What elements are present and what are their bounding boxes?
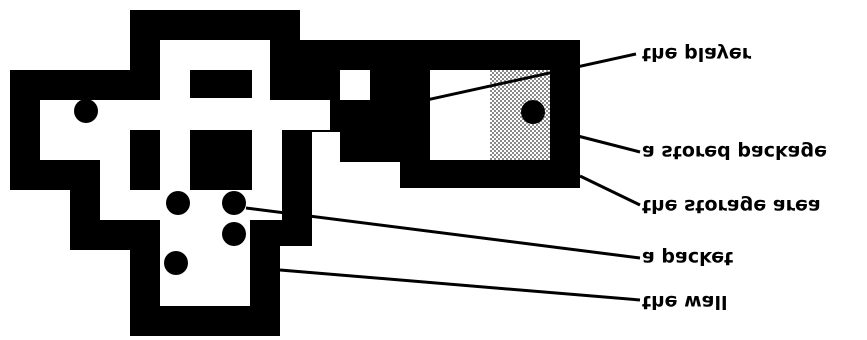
packet-icon bbox=[74, 99, 98, 123]
leader-wall bbox=[280, 270, 640, 300]
leader-storage-area bbox=[580, 176, 640, 205]
label-packet: a packet bbox=[642, 248, 733, 267]
label-player: the player bbox=[642, 44, 751, 63]
wall-block bbox=[370, 70, 410, 100]
stored-package-icon bbox=[521, 100, 545, 124]
label-storage-area: the storage area bbox=[642, 196, 821, 215]
wall-block bbox=[190, 70, 252, 98]
label-wall: the wall bbox=[642, 292, 728, 311]
packet-icon bbox=[222, 191, 246, 215]
wall-block bbox=[130, 130, 160, 190]
label-stored-package: a stored package bbox=[642, 142, 827, 161]
packet-icon bbox=[166, 191, 190, 215]
packet-icon bbox=[164, 251, 188, 275]
wall-block bbox=[190, 130, 252, 190]
packet-icon bbox=[222, 222, 246, 246]
leader-stored-package bbox=[570, 134, 640, 152]
